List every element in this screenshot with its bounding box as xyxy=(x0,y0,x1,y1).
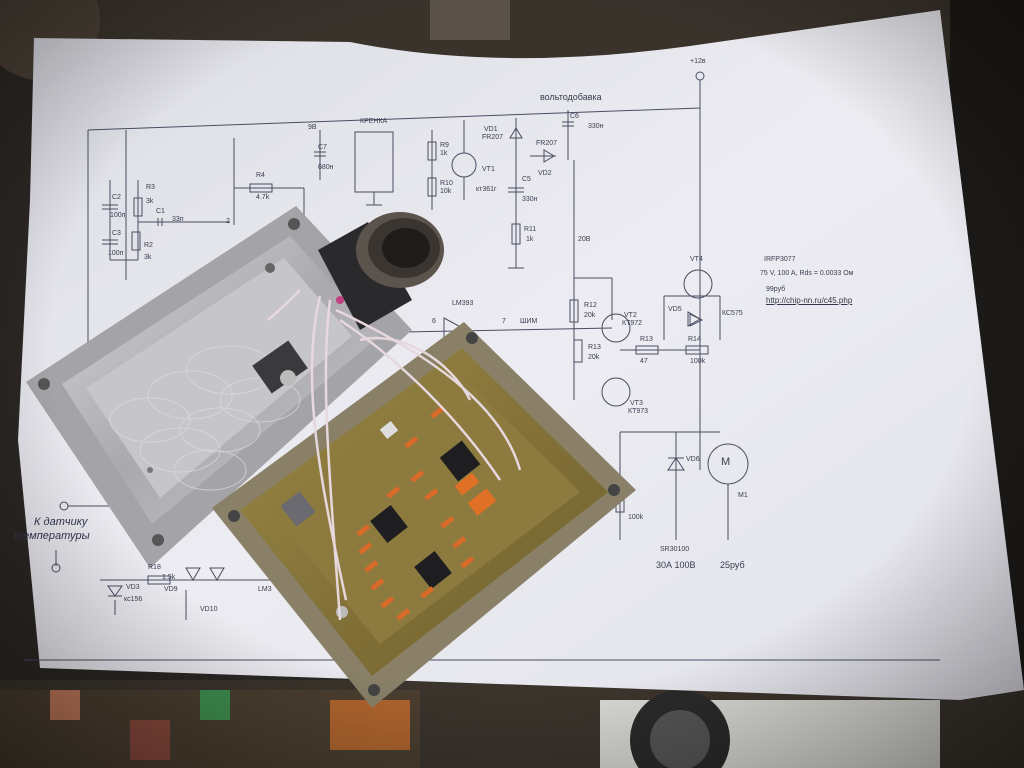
label-c1: C1 xyxy=(156,208,165,215)
label-r14: R14 xyxy=(688,336,701,343)
label-c6-value: 330н xyxy=(588,123,604,130)
label-vd3-type: кс156 xyxy=(124,596,143,603)
label-r13: R13 xyxy=(588,344,601,351)
label-vd5-type: КС575 xyxy=(722,310,743,317)
label-temp-sensor-line1: К датчику xyxy=(34,516,88,528)
label-comparator: LM393 xyxy=(452,300,474,307)
label-pin-6: 6 xyxy=(432,318,436,325)
label-r14-value: 100k xyxy=(690,358,706,365)
label-c5: C5 xyxy=(522,176,531,183)
label-pwm: ШИМ xyxy=(520,318,538,325)
label-r18-value: 1.5k xyxy=(162,574,176,581)
label-c3-value: 100п xyxy=(108,250,124,257)
label-vd3: VD3 xyxy=(126,584,140,591)
label-node-20b: 20В xyxy=(578,236,591,243)
label-pin-7: 7 xyxy=(502,318,506,325)
label-r9: R9 xyxy=(440,142,449,149)
label-regulator: КРЕНКА xyxy=(360,118,388,125)
label-pin-2: 2 xyxy=(226,218,230,225)
label-mosfet-spec: 75 V, 100 A, Rds = 0.0033 Ом xyxy=(760,270,854,277)
label-c7-value: 680н xyxy=(318,164,334,171)
label-r13b: R13 xyxy=(640,336,653,343)
label-vt2-type: КТ972 xyxy=(622,320,643,327)
label-r-bottom-value: 100k xyxy=(628,514,644,521)
label-r3: R3 xyxy=(146,184,155,191)
label-vd10: VD10 xyxy=(200,606,218,613)
label-vt3: VT3 xyxy=(630,400,643,407)
label-c6: C6 xyxy=(570,113,579,120)
label-motor-num: М1 xyxy=(738,492,748,499)
label-motor-symbol: M xyxy=(721,456,731,468)
label-supply: +12в xyxy=(690,58,706,65)
label-r10-value: 10k xyxy=(440,188,452,195)
label-r2: R2 xyxy=(144,242,153,249)
label-comparator-b: LM3 xyxy=(258,586,272,593)
label-r10: R10 xyxy=(440,180,453,187)
label-r3-value: 3k xyxy=(146,198,154,205)
label-diode-type: SR30100 xyxy=(660,546,690,553)
label-c2-value: 100п xyxy=(110,212,126,219)
label-r9-value: 1k xyxy=(440,150,448,157)
label-voltage-boost: вольтодобавка xyxy=(540,92,602,102)
label-r13-value: 20k xyxy=(588,354,600,361)
label-vt3-type: КТ973 xyxy=(628,408,649,415)
label-r2-value: 3k xyxy=(144,254,152,261)
label-mosfet-link: http://chip-nn.ru/c45.php xyxy=(766,296,853,305)
label-r12: R12 xyxy=(584,302,597,309)
label-r13b-value: 47 xyxy=(640,358,648,365)
label-vt1: VT1 xyxy=(482,166,495,173)
label-vd2-type: FR207 xyxy=(536,140,558,147)
label-mosfet-price: 99руб xyxy=(766,286,786,293)
label-c3: C3 xyxy=(112,230,121,237)
label-r4: R4 xyxy=(256,172,265,179)
label-vd2: VD2 xyxy=(538,170,552,177)
label-r12-value: 20k xyxy=(584,312,596,319)
label-vd6: VD6 xyxy=(686,456,700,463)
label-r11: R11 xyxy=(524,226,537,233)
label-mosfet-type: IRFP3077 xyxy=(764,256,796,263)
label-c1-value: 33п xyxy=(172,216,184,223)
label-r4-value: 4.7k xyxy=(256,194,270,201)
label-vd5: VD5 xyxy=(668,306,682,313)
label-c2: C2 xyxy=(112,194,121,201)
label-motor-price: 25руб xyxy=(720,560,745,570)
label-node-9b: 9В xyxy=(308,124,317,131)
label-vd1: VD1 xyxy=(484,126,498,133)
label-vt4: VT4 xyxy=(690,256,703,263)
label-c5-value: 330н xyxy=(522,196,538,203)
label-vt2: VT2 xyxy=(624,312,637,319)
label-vd1-type: FR207 xyxy=(482,134,504,141)
label-temp-sensor-line2: температуры xyxy=(14,530,90,542)
label-diode-rating: 30А 100В xyxy=(656,560,696,570)
label-c7: C7 xyxy=(318,144,327,151)
label-vd9: VD9 xyxy=(164,586,178,593)
label-r11-value: 1k xyxy=(526,236,534,243)
label-r18: R18 xyxy=(148,564,161,571)
label-vt1-type: кт361г xyxy=(476,186,497,193)
